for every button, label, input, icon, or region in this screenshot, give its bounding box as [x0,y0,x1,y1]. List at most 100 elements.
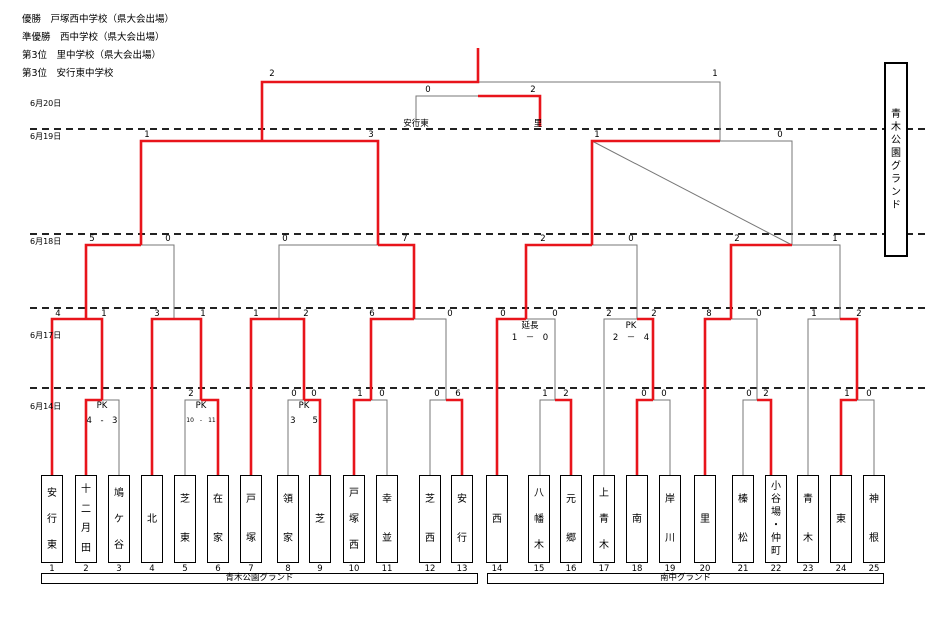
team-box-4: 北 [141,475,163,563]
team-number: 9 [317,564,323,574]
team-box-9: 芝 [309,475,331,563]
team-box-22: 小谷場・仲町 [765,475,787,563]
score-r1-5-right: 6 [455,389,461,399]
team-name-char: 家 [213,533,223,544]
team-number: 18 [631,564,643,574]
team-name-char: 幸 [382,494,392,505]
pk-label-2: PK [195,401,207,411]
team-number: 13 [456,564,468,574]
score-r2-5-right: 0 [552,309,558,319]
score-sf2-left: 1 [594,130,600,140]
score-r1-8-left: 0 [746,389,752,399]
team-box-24: 東 [830,475,852,563]
team-name-char: 谷 [114,539,124,551]
venue-side-char: 青 [891,108,901,120]
team-box-8: 領家 [277,475,299,563]
third-label-left: 安行東 [403,119,429,129]
team-name-char: 塚 [246,533,256,544]
team-name-char: 根 [869,533,879,544]
team-name-char: ケ [114,513,124,525]
venue-side-char: グ [891,160,901,172]
score-r1-3-right: 0 [311,389,317,399]
team-name-char: 安 [457,494,467,505]
team-number: 25 [868,564,880,574]
team-name-char: 在 [213,494,223,505]
venue-right-label: 南中グランド [487,573,884,584]
team-box-10: 戸塚西 [343,475,365,563]
team-name-char: 西 [425,533,435,544]
team-name-char: 並 [382,533,392,544]
team-number: 6 [215,564,221,574]
team-number: 20 [699,564,711,574]
team-box-2: 十二月田 [75,475,97,563]
team-name-char: 塚 [349,513,359,525]
score-qf3-right: 0 [628,234,634,244]
score-r2-3-left: 1 [253,309,259,319]
team-number: 4 [149,564,155,574]
score-r1-9-right: 0 [866,389,872,399]
team-name-char: 東 [180,533,190,544]
score-r2-6-left: 2 [606,309,612,319]
team-name-char: 松 [738,533,748,544]
score-qf1-right: 0 [165,234,171,244]
pk-score-3: 3 5 [290,416,318,426]
team-number: 7 [248,564,254,574]
team-number: 2 [83,564,89,574]
team-number: 22 [770,564,782,574]
team-name-char: 行 [47,513,57,525]
team-name-char: 東 [836,513,846,525]
score-r2-2-left: 3 [154,309,160,319]
pk-label-r2: PK [625,321,637,331]
team-number: 1 [49,564,55,574]
score-final-left: 2 [269,69,275,79]
team-box-13: 安行 [451,475,473,563]
score-r2-7-right: 0 [756,309,762,319]
score-r1-3-left: 0 [291,389,297,399]
team-name-char: 南 [632,513,642,525]
date-label-0614: 6月14日 [30,402,62,411]
team-name-char: 里 [700,513,710,525]
score-third-left: 0 [425,85,431,95]
score-qf1-left: 5 [89,234,95,244]
score-sf2-right: 0 [777,130,783,140]
team-number: 16 [565,564,577,574]
third-label-right: 里 [533,119,543,129]
pk-score-2: 10 - 11 [186,417,216,424]
score-r2-5-left: 0 [500,309,506,319]
score-third-right: 2 [530,85,536,95]
team-name-char: 幡 [534,513,544,525]
venue-left-label: 青木公園グランド [41,573,478,584]
score-r1-8-right: 2 [763,389,769,399]
team-name-char: 小 [771,481,781,492]
team-box-17: 上青木 [593,475,615,563]
score-qf2-left: 0 [282,234,288,244]
team-name-char: 東 [47,539,57,551]
team-number: 5 [182,564,188,574]
team-number: 14 [491,564,503,574]
team-name-char: ・ [771,520,781,531]
team-name-char: 青 [803,494,813,505]
team-name-char: 木 [803,533,813,544]
score-r2-1-right: 1 [101,309,107,319]
team-name-char: 戸 [246,494,256,505]
team-name-char: 行 [457,533,467,544]
team-name-char: 榛 [738,494,748,505]
team-number: 10 [348,564,360,574]
team-name-char: 谷 [771,494,781,505]
score-qf3-left: 2 [540,234,546,244]
score-qf2-right: 7 [402,234,408,244]
team-box-11: 幸並 [376,475,398,563]
team-name-char: 上 [599,487,609,499]
venue-side-char: 園 [891,147,901,159]
team-name-char: 川 [665,533,675,544]
extra-time-score: 1 － 0 [511,333,549,343]
team-name-char: 木 [534,539,544,551]
score-r2-4-left: 6 [369,309,375,319]
score-r2-8-right: 2 [856,309,862,319]
team-box-18: 南 [626,475,648,563]
score-r2-3-right: 2 [303,309,309,319]
team-number: 11 [381,564,393,574]
score-r2-1-left: 4 [55,309,61,319]
pk-label-1: PK [96,401,108,411]
